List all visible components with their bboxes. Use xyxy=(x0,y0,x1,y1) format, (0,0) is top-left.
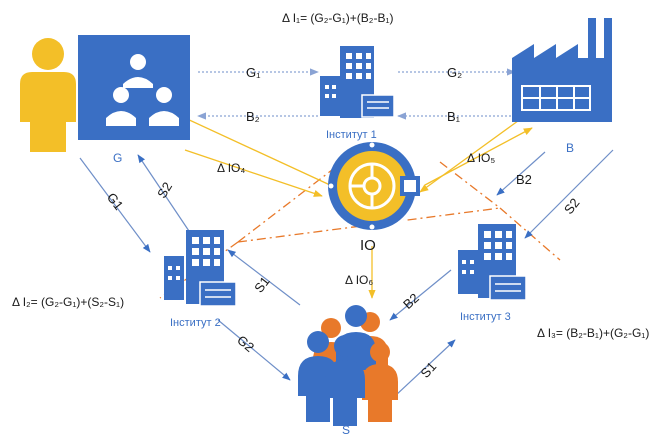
side-flows xyxy=(79,149,614,411)
vault-icon xyxy=(328,142,420,230)
flow-label-s1-right: S1 xyxy=(418,359,440,381)
top-flows xyxy=(197,68,516,120)
institute-1-label: Інститут 1 xyxy=(326,129,377,141)
flow-label-g1-left: G1 xyxy=(104,190,126,213)
institute-3-label: Інститут 3 xyxy=(460,311,511,323)
s-label: S xyxy=(342,423,350,434)
formula-i3: Δ I₃= (B₂-B₁)+(G₂-G₁) xyxy=(537,326,649,340)
flow-label-g1-top: G₁ xyxy=(246,65,261,80)
flow-label-dio4: Δ IO₄ xyxy=(217,161,245,175)
institute-1-icon xyxy=(320,46,395,118)
flow-label-dio6: Δ IO₆ xyxy=(345,273,373,287)
flow-label-b2-mid: B2 xyxy=(516,172,532,187)
b-label: B xyxy=(566,141,574,155)
flow-label-s1-mid: S1 xyxy=(251,274,273,296)
government-icon xyxy=(20,35,190,152)
io-flows xyxy=(171,111,533,299)
people-group-icon xyxy=(298,305,398,426)
g-label: G xyxy=(113,151,122,165)
flow-label-s2-left: S2 xyxy=(154,179,175,200)
flow-label-dio5: Δ IO₅ xyxy=(467,151,495,165)
io-label: IO xyxy=(360,237,376,254)
institute-3-icon xyxy=(458,224,527,301)
institute-2-icon xyxy=(164,230,237,307)
formula-i2: Δ I₂= (G₂-G₁)+(S₂-S₁) xyxy=(12,295,124,309)
formula-i1: Δ I₁= (G₂-G₁)+(B₂-B₁) xyxy=(282,11,394,25)
flow-label-b1-top: B₁ xyxy=(447,109,461,124)
flow-label-g2-top: G₂ xyxy=(447,65,462,80)
factory-icon xyxy=(512,18,612,122)
flow-label-b2-top: B₂ xyxy=(246,109,260,124)
institute-2-label: Інститут 2 xyxy=(170,317,221,329)
